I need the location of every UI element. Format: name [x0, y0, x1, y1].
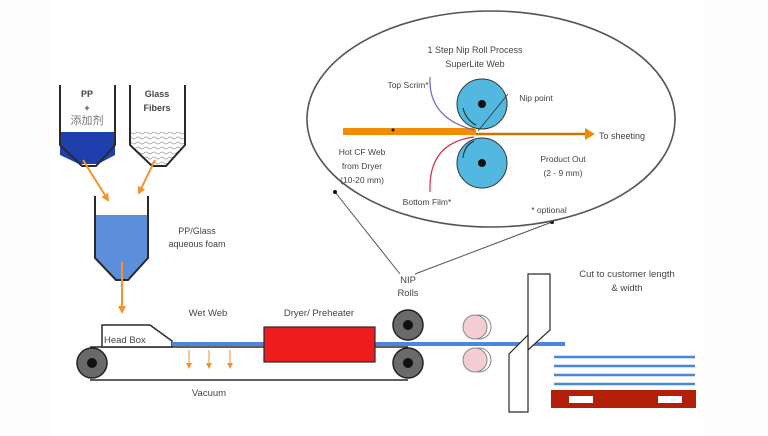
nip-point-label: Nip point — [519, 93, 553, 103]
bottom-film-label: Bottom Film* — [403, 197, 452, 207]
glass-fibers-fill — [130, 132, 185, 166]
nip-label-2: Rolls — [397, 288, 418, 299]
foam-label-2: aqueous foam — [168, 239, 225, 249]
detail-title-2: SuperLite Web — [445, 59, 504, 69]
foam-label-1: PP/Glass — [178, 226, 216, 236]
callout-line-right — [414, 221, 553, 275]
web-direction-marker — [391, 128, 395, 132]
pink-pull-rolls — [462, 314, 492, 373]
pp-hopper-outline — [59, 85, 116, 167]
nip-rolls: NIP Rolls — [392, 275, 424, 341]
cutter-upper-blade — [527, 273, 551, 352]
vacuum-label: Vacuum — [192, 388, 226, 399]
cut-label-1: Cut to customer length — [579, 269, 675, 280]
output-label-1: Product Out — [540, 154, 586, 164]
cut-label-2: & width — [611, 283, 642, 294]
to-sheeting-label: To sheeting — [599, 131, 645, 141]
nip-point-pointer — [477, 93, 509, 132]
cutter-lower-blade — [508, 333, 529, 413]
foam-hopper: PP/Glass aqueous foam — [94, 196, 226, 281]
pink-bottom-roll — [462, 347, 488, 373]
callout-line-left — [334, 191, 401, 275]
conveyor-right-roll-hub — [403, 358, 413, 368]
bottom-roll-rotation-arrow — [462, 140, 475, 159]
nip-label-1: NIP — [400, 275, 416, 286]
optional-note: * optional — [531, 205, 567, 215]
to-sheeting-arrow — [585, 128, 595, 140]
callout-dot-left — [333, 190, 337, 194]
conveyor-left-roll-hub — [87, 358, 97, 368]
top-scrim-path — [429, 76, 475, 131]
head-box: Head Box — [101, 324, 173, 348]
dryer-label: Dryer/ Preheater — [284, 308, 354, 319]
wet-web-label: Wet Web — [189, 308, 228, 319]
glass-hopper-outline — [129, 85, 186, 167]
dryer-preheater — [263, 326, 376, 363]
detail-title-1: 1 Step Nip Roll Process — [427, 45, 523, 55]
foam-fill — [95, 215, 148, 279]
sheet-stack — [554, 355, 695, 386]
pink-top-roll — [462, 314, 488, 340]
head-box-label: Head Box — [104, 335, 146, 346]
fibers-label: Fibers — [143, 103, 170, 113]
nip-top-roll-hub — [403, 320, 413, 330]
glass-fibers-hopper: Glass Fibers — [129, 85, 186, 167]
pallet-base — [551, 390, 696, 408]
top-roll-rotation-arrow — [462, 107, 477, 126]
pp-feed-arrow — [82, 159, 110, 202]
detail-bottom-roll-hub — [478, 159, 486, 167]
glass-feed-arrow — [138, 159, 156, 195]
detail-top-roll-hub — [478, 100, 486, 108]
pallet — [551, 390, 696, 408]
pallet-slot-left — [569, 396, 593, 403]
output-label-2: (2 - 9 mm) — [543, 168, 582, 178]
input-label-3: (10-20 mm) — [340, 175, 384, 185]
glass-label: Glass — [145, 89, 170, 99]
pp-fill — [60, 132, 115, 164]
pp-plus-label: + — [84, 103, 89, 113]
bottom-film-path — [429, 136, 475, 193]
pp-hopper: PP + 添加剂 — [59, 85, 116, 167]
input-label-1: Hot CF Web — [339, 147, 386, 157]
top-scrim-label: Top Scrim* — [387, 80, 429, 90]
nip-detail-callout: 1 Step Nip Roll Process SuperLite Web To… — [306, 10, 676, 228]
pallet-slot-right — [658, 396, 682, 403]
pp-label: PP — [81, 89, 93, 99]
hot-cf-web — [343, 128, 476, 135]
additive-label: 添加剂 — [71, 113, 104, 127]
input-label-2: from Dryer — [342, 161, 382, 171]
